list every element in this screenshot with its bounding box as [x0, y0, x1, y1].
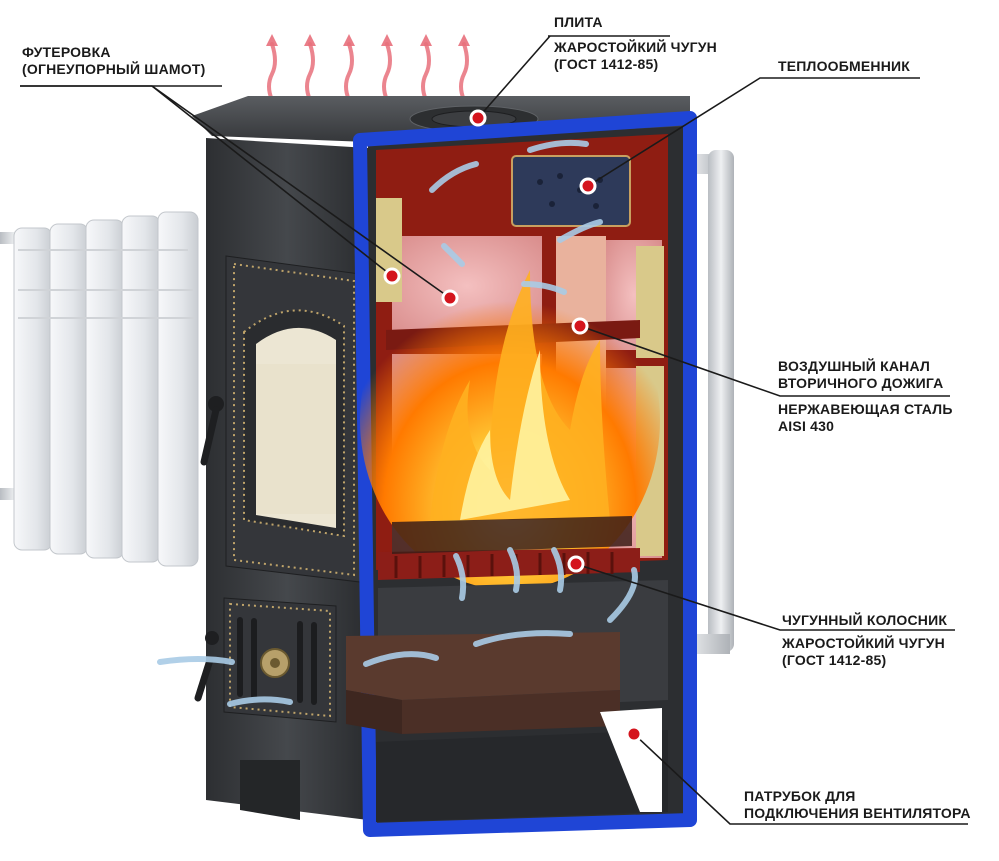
label-grate: ЧУГУННЫЙ КОЛОСНИК ЖАРОСТОЙКИЙ ЧУГУН (ГОС…	[782, 612, 947, 669]
label-heat-exchanger: ТЕПЛООБМЕННИК	[778, 58, 910, 75]
label-grate-sub-2: (ГОСТ 1412-85)	[782, 652, 887, 668]
label-plate-line-1: ЖАРОСТОЙКИЙ ЧУГУН	[554, 39, 717, 55]
air-damper-icon[interactable]	[260, 648, 290, 678]
air-flow-arrows	[157, 139, 638, 707]
cutaway	[353, 111, 697, 837]
label-fan-pipe: ПАТРУБОК ДЛЯ ПОДКЛЮЧЕНИЯ ВЕНТИЛЯТОРА	[744, 788, 971, 822]
label-grate-title: ЧУГУННЫЙ КОЛОСНИК	[782, 612, 948, 628]
fire-door[interactable]	[225, 255, 361, 583]
label-lining-line-1: ФУТЕРОВКА	[22, 44, 111, 60]
markers	[383, 109, 643, 743]
leader-lines	[20, 35, 968, 825]
label-air-channel-line-2: ВТОРИЧНОГО ДОЖИГА	[778, 375, 944, 391]
label-lining: ФУТЕРОВКА (ОГНЕУПОРНЫЙ ШАМОТ)	[22, 44, 205, 78]
label-plate: ПЛИТА ЖАРОСТОЙКИЙ ЧУГУН (ГОСТ 1412-85)	[554, 14, 717, 73]
heat-exchanger-icon	[511, 155, 631, 227]
label-plate-line-2: (ГОСТ 1412-85)	[554, 56, 659, 72]
ash-drawer-icon	[346, 580, 668, 734]
door-handle-icon[interactable]	[200, 396, 224, 466]
label-grate-sub-1: ЖАРОСТОЙКИЙ ЧУГУН	[782, 635, 945, 651]
label-lining-line-2: (ОГНЕУПОРНЫЙ ШАМОТ)	[22, 61, 206, 77]
heat-arrows	[267, 42, 469, 102]
label-plate-title: ПЛИТА	[554, 14, 603, 30]
radiator-icon	[0, 211, 199, 567]
label-fan-pipe-line-2: ПОДКЛЮЧЕНИЯ ВЕНТИЛЯТОРА	[744, 805, 971, 821]
label-air-channel-sub-2: AISI 430	[778, 418, 835, 434]
label-heat-exchanger-title: ТЕПЛООБМЕННИК	[778, 58, 911, 74]
ash-door-handle-icon[interactable]	[194, 631, 219, 702]
label-air-channel: ВОЗДУШНЫЙ КАНАЛ ВТОРИЧНОГО ДОЖИГА НЕРЖАВ…	[778, 358, 953, 435]
label-air-channel-sub-1: НЕРЖАВЕЮЩАЯ СТАЛЬ	[778, 401, 953, 417]
label-air-channel-line-1: ВОЗДУШНЫЙ КАНАЛ	[778, 358, 930, 374]
label-fan-pipe-line-1: ПАТРУБОК ДЛЯ	[744, 788, 856, 804]
